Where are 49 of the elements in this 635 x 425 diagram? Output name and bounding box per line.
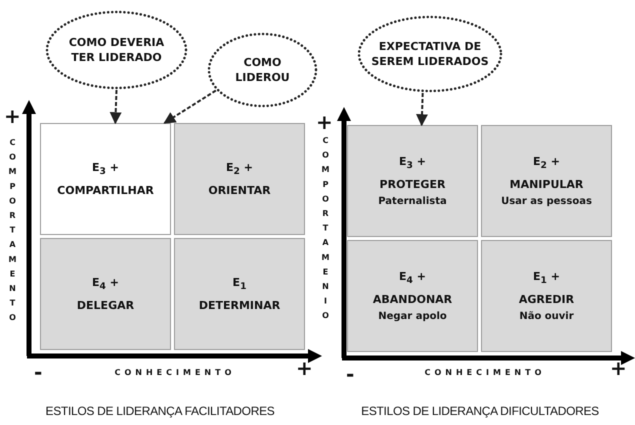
style-name: ABANDONAR: [372, 292, 452, 308]
plus-sign: +: [296, 358, 313, 378]
callout-text: COMO LIDEROU: [234, 55, 291, 85]
style-code: E$_{1}$: [232, 274, 246, 294]
style-note: Negar apolo: [378, 310, 447, 324]
quadrant-cell: [40, 238, 171, 350]
minus-sign: -: [346, 364, 354, 384]
style-name: DETERMINAR: [198, 298, 280, 314]
style-name: COMPARTILHAR: [57, 183, 154, 200]
callout-text: EXPECTATIVA DE SEREM LIDERADOS: [370, 39, 490, 69]
quadrant-cell: [481, 125, 612, 237]
callout-text: COMO DEVERIA TER LIDERADO: [68, 35, 166, 65]
style-code: E$_{4}$ +: [399, 268, 426, 288]
leader-arrow: [416, 92, 428, 126]
caption: ESTILOS DE LIDERANÇA DIFICULTADORES: [360, 404, 600, 418]
style-name: DELEGAR: [76, 298, 134, 314]
style-name: PROTEGER: [380, 177, 446, 194]
callout-bubble: [45, 10, 188, 90]
quadrant-cell: [174, 123, 305, 235]
style-name: AGREDIR: [518, 292, 574, 308]
leader-arrow: [163, 90, 216, 124]
style-code: E$_{2}$ +: [226, 160, 253, 180]
style-name: ORIENTAR: [208, 183, 271, 200]
style-code: E$_{3}$ +: [399, 154, 426, 174]
quadrant-cell: [174, 238, 305, 350]
quadrant-cell: [347, 125, 478, 237]
quadrant-cell: [40, 123, 171, 235]
style-note: Usar as pessoas: [501, 195, 592, 210]
caption: ESTILOS DE LIDERANÇA FACILITADORES: [44, 404, 276, 418]
plus-sign: +: [316, 112, 333, 132]
plus-sign: +: [610, 358, 627, 378]
axis-label: CONHECIMENTO: [114, 368, 236, 377]
style-code: E$_{4}$ +: [92, 274, 119, 294]
style-code: E$_{3}$ +: [92, 160, 119, 180]
style-code: E$_{1}$ +: [533, 268, 560, 288]
quadrant-cell: [347, 240, 478, 352]
style-note: Não ouvir: [519, 310, 574, 324]
callout-bubble: [207, 32, 318, 108]
style-code: E$_{2}$ +: [533, 154, 560, 174]
axis-label: COMPORTAMENIO: [320, 136, 331, 326]
minus-sign: -: [34, 362, 42, 382]
plus-sign: +: [4, 106, 21, 126]
style-name: MANIPULAR: [510, 177, 584, 194]
leader-arrow: [110, 90, 122, 124]
axis-label: COMPORTAMENTO: [7, 138, 18, 328]
quadrant-cell: [481, 240, 612, 352]
axis-label: CONHECIMENTO: [424, 368, 546, 377]
callout-bubble: [357, 15, 503, 93]
style-note: Paternalista: [378, 195, 447, 210]
